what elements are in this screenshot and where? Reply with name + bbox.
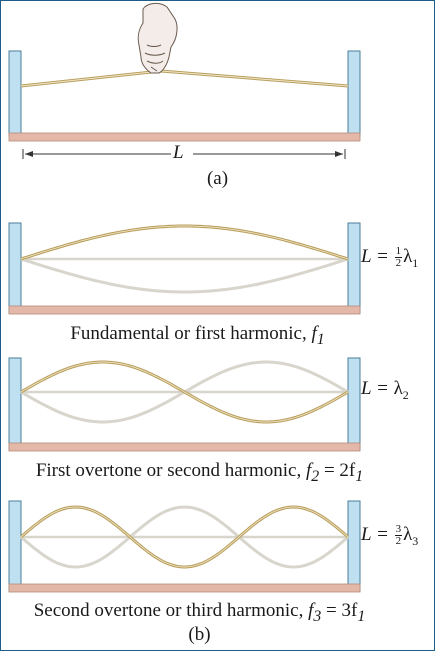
left-post	[8, 222, 22, 314]
caption-mode-2: First overtone or second harmonic, f2 = …	[35, 460, 364, 485]
base	[8, 442, 361, 452]
base	[8, 305, 361, 315]
string-wave	[20, 224, 349, 261]
base	[8, 583, 361, 593]
hand-icon	[137, 2, 178, 74]
caption-mode-1: Fundamental or first harmonic, f1	[70, 323, 325, 348]
panel-b-label: (b)	[188, 624, 211, 645]
right-post	[347, 500, 361, 592]
base-a	[8, 132, 361, 142]
panel-a-apparatus	[8, 2, 361, 159]
length-label: L	[173, 142, 184, 163]
panel-b-modes	[8, 222, 361, 593]
right-post-a	[347, 50, 361, 137]
left-post	[8, 357, 22, 451]
mode-3-apparatus	[8, 500, 361, 593]
caption-mode-3: Second overtone or third harmonic, f3 = …	[33, 600, 366, 625]
mode-2-apparatus	[8, 357, 361, 452]
right-post	[347, 357, 361, 451]
left-post-a	[8, 50, 22, 137]
ghost-wave	[20, 257, 349, 294]
left-post	[8, 500, 22, 592]
ghost-wave	[20, 505, 349, 569]
right-post	[347, 222, 361, 314]
equation-mode-2: L = λ2	[361, 378, 409, 402]
panel-a-label: (a)	[206, 168, 229, 189]
mode-1-apparatus	[8, 222, 361, 315]
